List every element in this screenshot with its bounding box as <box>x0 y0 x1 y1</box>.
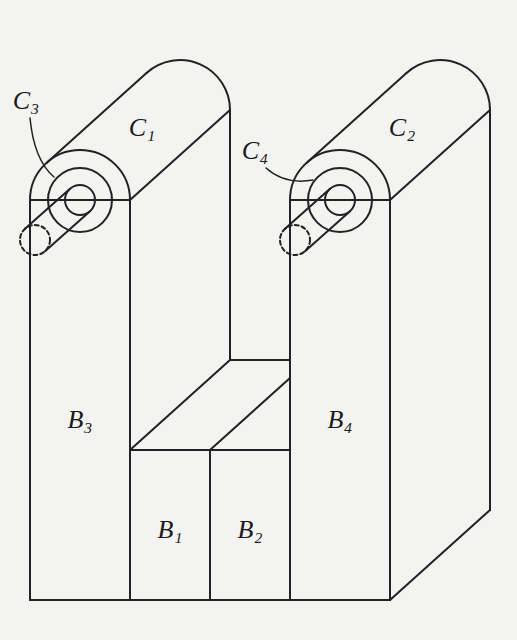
rod-edge <box>25 189 70 229</box>
block-top-edge <box>210 378 290 450</box>
diameter-line <box>30 199 130 201</box>
side-edge <box>390 510 490 600</box>
part-label: B₄ <box>328 406 353 435</box>
column-edge <box>129 200 131 600</box>
rod-edge <box>305 211 350 251</box>
part-label: B₁ <box>158 516 183 545</box>
part-label: C₁ <box>129 114 155 143</box>
block-divider <box>209 450 211 600</box>
leader-line <box>266 168 313 181</box>
block-back-edge <box>230 359 290 361</box>
base-edge <box>30 599 390 601</box>
leader-line <box>30 118 54 177</box>
column-edge <box>289 200 291 600</box>
rod-edge <box>285 189 330 229</box>
cylinder-front-arc <box>30 150 130 200</box>
cylinder-back-arc <box>147 60 231 110</box>
column-edge <box>29 200 31 600</box>
column-back-edge <box>229 110 231 360</box>
side-edge <box>489 110 491 510</box>
block-top-edge <box>130 360 230 450</box>
rod-edge <box>45 211 90 251</box>
rod-end <box>20 225 50 255</box>
column-edge <box>389 200 391 600</box>
cylinder-back-arc <box>407 60 491 110</box>
part-label: C₃ <box>13 87 39 116</box>
part-label: B₃ <box>68 406 93 435</box>
part-label: B₂ <box>238 516 263 545</box>
part-label: C₄ <box>242 137 268 166</box>
rod-end <box>280 225 310 255</box>
diameter-line <box>290 199 390 201</box>
cylinder-front-arc <box>290 150 390 200</box>
part-label: C₂ <box>389 114 415 143</box>
